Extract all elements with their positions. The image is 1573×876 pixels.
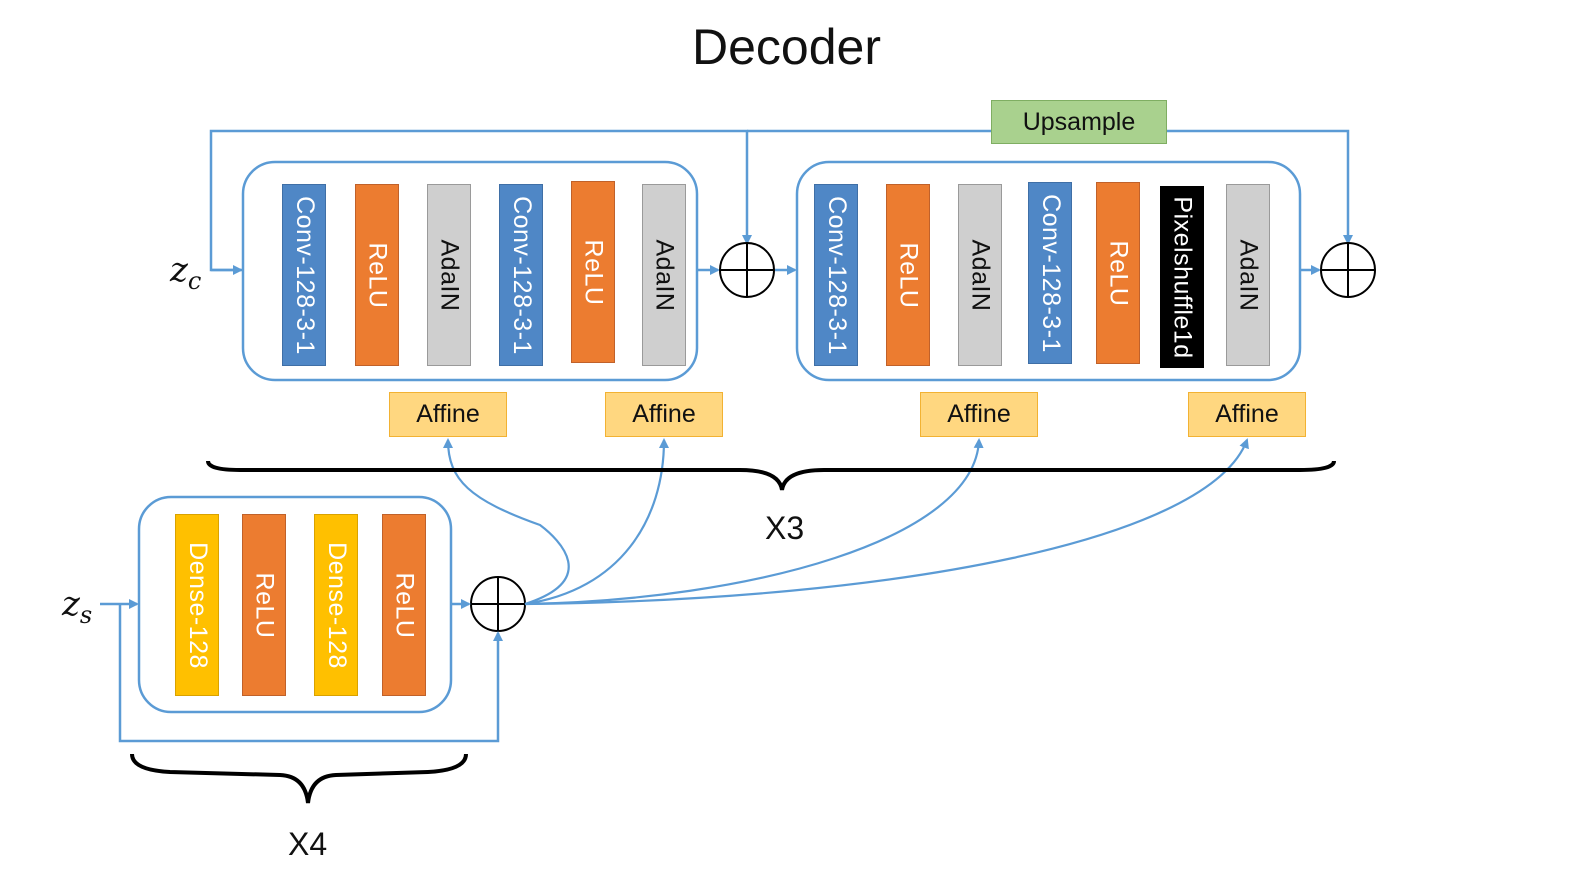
style-skip-connection xyxy=(118,604,503,743)
block-2-conv-layer-1: Conv-128-3-1 xyxy=(814,184,858,366)
affine-box-2: Affine xyxy=(605,392,723,437)
repeat-x3-brace xyxy=(206,460,1336,491)
block-1-conv-layer-1: Conv-128-3-1 xyxy=(282,184,326,366)
block-1-conv-layer-2: Conv-128-3-1 xyxy=(499,184,543,366)
affine-box-4: Affine xyxy=(1188,392,1306,437)
repeat-x4-brace xyxy=(130,753,468,804)
affine-box-1: Affine xyxy=(389,392,507,437)
block-1-adain-layer-2: AdaIN xyxy=(642,184,686,366)
block-2-relu-layer-1: ReLU xyxy=(886,184,930,366)
affine-box-3: Affine xyxy=(920,392,1038,437)
block-2-adain-layer-2: AdaIN xyxy=(1226,184,1270,366)
sum-node-1-icon xyxy=(719,242,775,298)
block-2-conv-layer-2: Conv-128-3-1 xyxy=(1028,182,1072,364)
block-1-relu-layer-2: ReLU xyxy=(571,181,615,363)
block-2-pixelshuffle-layer: Pixelshuffle1d xyxy=(1160,186,1204,368)
diagram-title: Decoder xyxy=(692,19,881,75)
upsample-box: Upsample xyxy=(991,100,1167,144)
style-to-affine-2-curve xyxy=(524,438,669,606)
style-relu-layer-1: ReLU xyxy=(242,514,286,696)
block-2-relu-layer-2: ReLU xyxy=(1096,182,1140,364)
block-2-adain-layer-1: AdaIN xyxy=(958,184,1002,366)
style-to-affine-3-curve xyxy=(524,438,984,606)
block-1-relu-layer-1: ReLU xyxy=(355,184,399,366)
style-input-label: zs xyxy=(62,584,93,629)
style-dense-layer-2: Dense-128 xyxy=(314,514,358,696)
sum-node-style-icon xyxy=(470,576,526,632)
style-to-affine-4-curve xyxy=(524,438,1249,606)
repeat-x4-label: X4 xyxy=(288,826,328,862)
style-dense-layer-1: Dense-128 xyxy=(175,514,219,696)
block-1-adain-layer-1: AdaIN xyxy=(427,184,471,366)
repeat-x3-label: X3 xyxy=(765,510,805,546)
content-input-label: zc xyxy=(170,250,202,295)
sum-node-2-icon xyxy=(1320,242,1376,298)
upsample-skip-connection xyxy=(747,129,1353,245)
style-relu-layer-2: ReLU xyxy=(382,514,426,696)
